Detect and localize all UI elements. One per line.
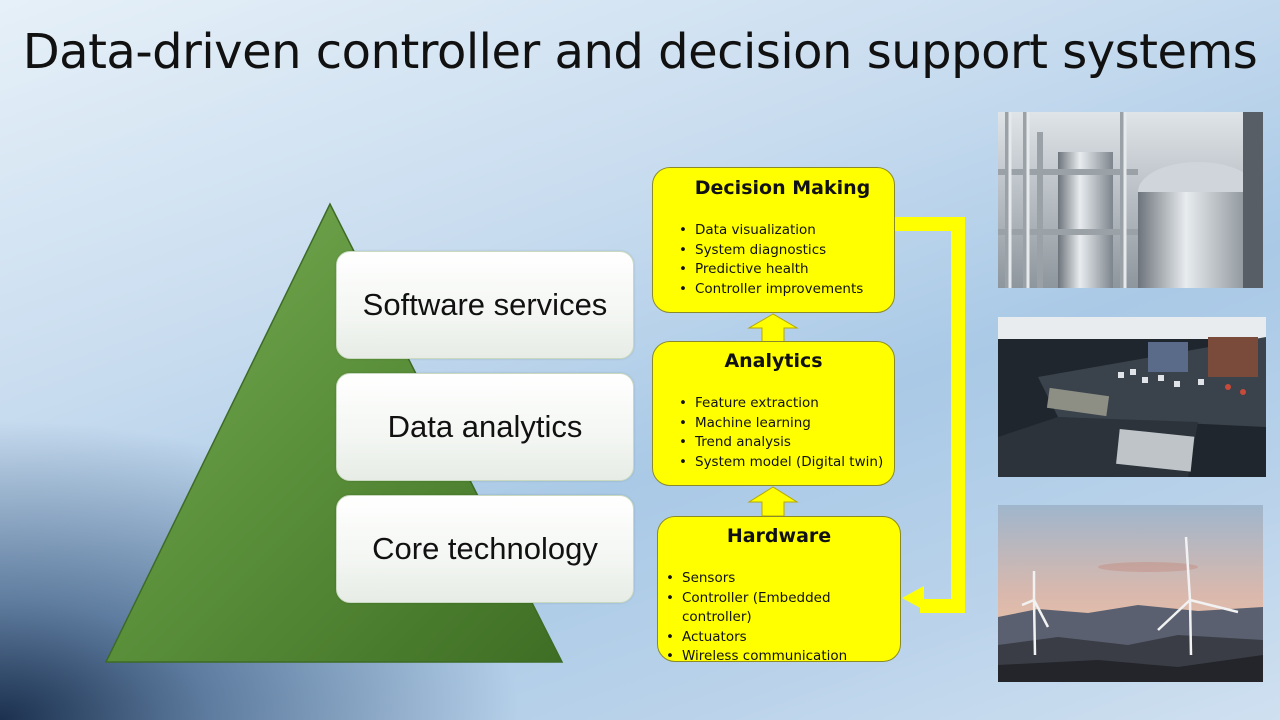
list-item: Sensors: [664, 569, 900, 589]
feedback-arrow-head: [902, 586, 924, 610]
up-arrow-analytics-to-decision: [747, 313, 799, 343]
feedback-arrow: [894, 217, 965, 613]
hardware-title: Hardware: [726, 525, 832, 547]
pyramid-layer-core-technology: Core technology: [336, 495, 634, 603]
list-item: Controller improvements: [677, 280, 863, 300]
hardware-box: Hardware Sensors Controller (Embedded co…: [657, 516, 901, 666]
up-arrow-hardware-to-analytics: [747, 486, 799, 517]
list-item: Predictive health: [677, 260, 863, 280]
slide-title: Data-driven controller and decision supp…: [22, 24, 1258, 80]
layer-label: Core technology: [372, 531, 598, 566]
list-item: System diagnostics: [677, 241, 863, 261]
industrial-plant-photo: [998, 112, 1263, 288]
hardware-list: Sensors Controller (Embedded controller)…: [664, 569, 900, 667]
decision-making-title: Decision Making: [694, 177, 871, 199]
decision-making-list: Data visualization System diagnostics Pr…: [677, 221, 863, 299]
list-item: Feature extraction: [677, 394, 883, 414]
list-item: Data visualization: [677, 221, 863, 241]
list-item: Actuators: [664, 628, 900, 648]
pyramid-layer-software-services: Software services: [336, 251, 634, 359]
list-item: Wireless communication: [664, 647, 900, 667]
layer-label: Data analytics: [387, 409, 583, 444]
analytics-list: Feature extraction Machine learning Tren…: [677, 394, 883, 472]
layer-label: Software services: [362, 287, 608, 322]
pyramid-layer-data-analytics: Data analytics: [336, 373, 634, 481]
wind-turbines-photo: [998, 505, 1263, 682]
list-item: Trend analysis: [677, 433, 883, 453]
decision-making-box: Decision Making Data visualization Syste…: [652, 167, 895, 313]
control-panel-photo: [998, 317, 1266, 477]
analytics-box: Analytics Feature extraction Machine lea…: [652, 341, 895, 486]
list-item: Controller (Embedded controller): [664, 589, 900, 628]
list-item: Machine learning: [677, 414, 883, 434]
analytics-title: Analytics: [724, 350, 823, 372]
list-item: System model (Digital twin): [677, 453, 883, 473]
